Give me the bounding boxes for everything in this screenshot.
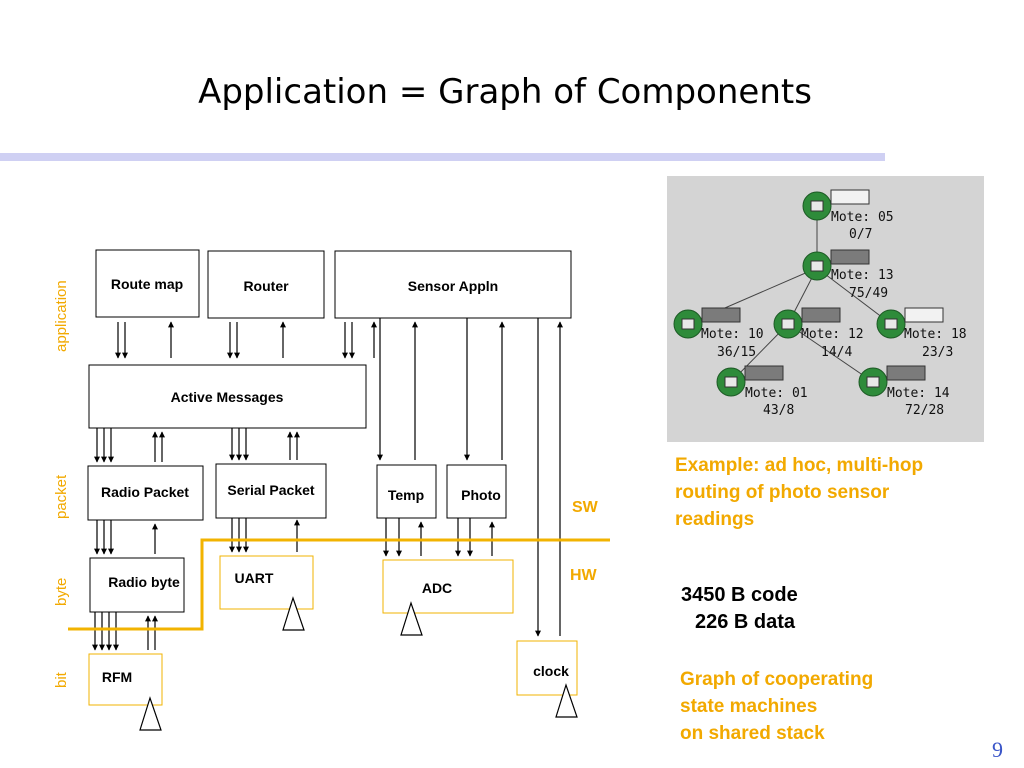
title-divider <box>0 153 885 161</box>
sw-label: SW <box>572 499 599 516</box>
clock-hardware-icon <box>555 683 578 718</box>
graph-note-line: on shared stack <box>680 723 825 744</box>
rfm-box <box>88 653 163 706</box>
mote-value: 36/15 <box>717 345 756 360</box>
mote-name: Mote: 05 <box>831 210 894 225</box>
rfm-label: RFM <box>102 669 132 685</box>
uart-label: UART <box>235 570 274 586</box>
mote-node: Mote: 10 36/15 <box>673 307 764 360</box>
mote-node: Mote: 14 72/28 <box>858 365 950 418</box>
mote-node: Mote: 13 75/49 <box>802 249 894 301</box>
mote-node: Mote: 18 23/3 <box>876 307 967 360</box>
mote-status-bar <box>701 307 741 323</box>
layer-label-application: application <box>53 280 70 352</box>
mote-node: Mote: 01 43/8 <box>716 365 808 418</box>
mote-name: Mote: 18 <box>904 327 967 342</box>
adc-hardware-icon <box>400 601 423 636</box>
mote-value: 72/28 <box>905 403 944 418</box>
temp-label: Temp <box>388 487 424 503</box>
uart-hardware-icon <box>282 596 305 631</box>
mote-name: Mote: 14 <box>887 386 950 401</box>
example-caption-line: routing of photo sensor <box>675 482 890 503</box>
mote-status-bar <box>830 189 870 205</box>
adc-box <box>382 559 514 614</box>
mote-status-bar <box>830 249 870 265</box>
graph-note-line: Graph of cooperating <box>680 669 874 690</box>
example-caption: Example: ad hoc, multi-hop routing of ph… <box>675 452 995 533</box>
clock-box <box>516 640 578 696</box>
photo-label: Photo <box>461 487 501 503</box>
uart-box <box>219 555 314 610</box>
mote-status-bar <box>904 307 944 323</box>
serial-packet-box <box>215 463 327 519</box>
mote-status-bar <box>801 307 841 323</box>
mote-status-bar <box>886 365 926 381</box>
radio-byte-label: Radio byte <box>108 574 180 590</box>
radio-packet-box <box>87 465 204 521</box>
mote-value: 23/3 <box>922 345 953 360</box>
serial-packet-label: Serial Packet <box>227 482 315 498</box>
graph-note: Graph of cooperating state machines on s… <box>680 666 873 747</box>
mote-name: Mote: 12 <box>801 327 864 342</box>
radio-byte-box <box>89 557 185 613</box>
hw-label: HW <box>570 567 598 584</box>
sensor-appln-label: Sensor Appln <box>408 278 499 294</box>
clock-label: clock <box>533 663 569 679</box>
mote-value: 43/8 <box>763 403 794 418</box>
active-messages-box <box>88 364 367 429</box>
layer-label-byte: byte <box>53 578 70 606</box>
mote-name: Mote: 10 <box>701 327 764 342</box>
mote-node: Mote: 05 0/7 <box>802 189 894 242</box>
layer-label-bit: bit <box>53 671 70 688</box>
sensor-appln-box <box>334 250 572 319</box>
mote-value: 0/7 <box>849 227 872 242</box>
route-map-label: Route map <box>111 276 183 292</box>
slide-title: Application = Graph of Components <box>198 72 812 112</box>
data-size: 226 B data <box>695 611 796 633</box>
rfm-hardware-icon <box>139 696 162 731</box>
hw-sw-boundary <box>68 538 610 631</box>
example-caption-line: Example: ad hoc, multi-hop <box>675 455 924 476</box>
mote-name: Mote: 13 <box>831 268 894 283</box>
adc-label: ADC <box>422 580 452 596</box>
mote-value: 75/49 <box>849 286 888 301</box>
page-number: 9 <box>992 737 1003 762</box>
mote-node: Mote: 12 14/4 <box>773 307 864 360</box>
router-label: Router <box>243 278 289 294</box>
component-graph: application packet byte bit SW HW Route … <box>53 249 610 731</box>
active-messages-label: Active Messages <box>171 389 284 405</box>
code-size-stats: 3450 B code 226 B data <box>681 582 798 636</box>
mote-name: Mote: 01 <box>745 386 808 401</box>
mote-value: 14/4 <box>821 345 852 360</box>
radio-packet-label: Radio Packet <box>101 484 189 500</box>
router-box <box>207 250 325 319</box>
graph-note-line: state machines <box>680 696 818 717</box>
layer-label-packet: packet <box>53 474 70 519</box>
code-size: 3450 B code <box>681 584 798 606</box>
route-map-box <box>95 249 200 318</box>
mote-status-bar <box>744 365 784 381</box>
temp-box <box>376 464 437 519</box>
example-caption-line: readings <box>675 509 755 530</box>
photo-box <box>446 464 507 519</box>
